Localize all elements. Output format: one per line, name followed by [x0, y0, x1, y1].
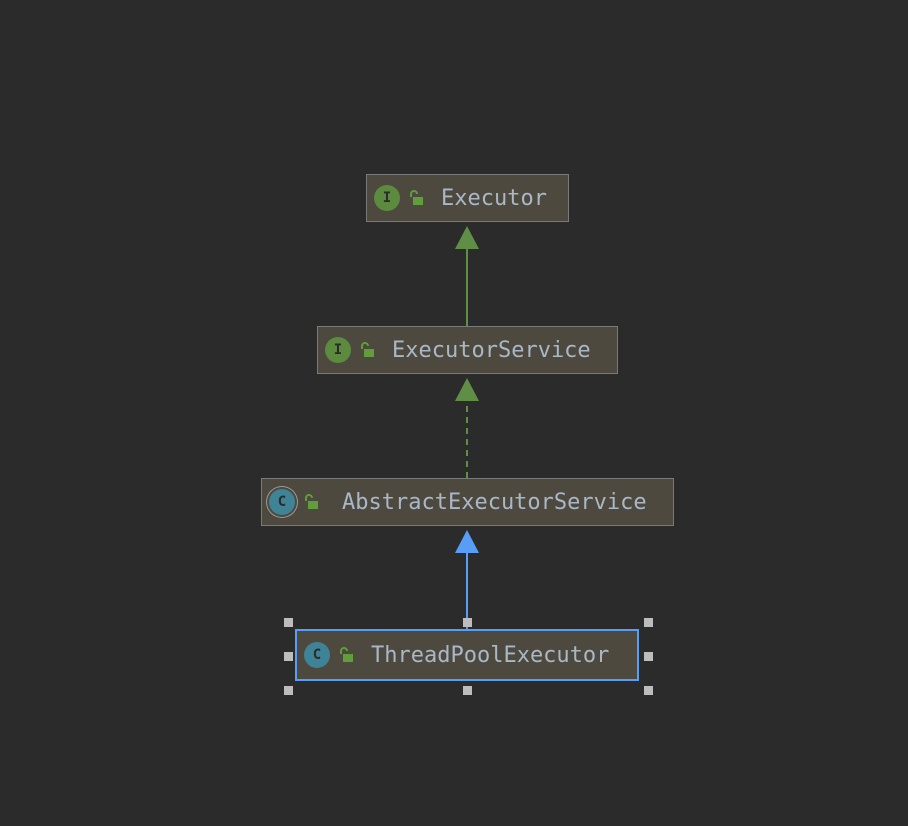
public-lock-icon: [305, 494, 318, 509]
node-abstractexecutorservice[interactable]: C AbstractExecutorService: [261, 478, 674, 526]
resize-handle-e[interactable]: [644, 652, 653, 661]
node-executor[interactable]: I Executor: [366, 174, 569, 222]
node-label: Executor: [441, 185, 547, 211]
resize-handle-w[interactable]: [284, 652, 293, 661]
resize-handle-se[interactable]: [644, 686, 653, 695]
abstract-class-icon: C: [269, 489, 295, 515]
public-lock-icon: [361, 342, 374, 357]
interface-icon: I: [374, 185, 400, 211]
edge-threadpool-to-abstract: [455, 530, 479, 630]
public-lock-icon: [340, 647, 353, 662]
resize-handle-n[interactable]: [463, 618, 472, 627]
node-label: ExecutorService: [392, 337, 591, 363]
node-label: ThreadPoolExecutor: [371, 642, 610, 668]
resize-handle-s[interactable]: [463, 686, 472, 695]
interface-icon: I: [325, 337, 351, 363]
resize-handle-sw[interactable]: [284, 686, 293, 695]
edge-abstract-to-executorservice: [455, 378, 479, 478]
arrowhead-icon: [455, 378, 479, 401]
node-executorservice[interactable]: I ExecutorService: [317, 326, 618, 374]
node-threadpoolexecutor[interactable]: C ThreadPoolExecutor: [295, 629, 639, 681]
class-icon: C: [304, 642, 330, 668]
resize-handle-nw[interactable]: [284, 618, 293, 627]
arrowhead-icon: [455, 530, 479, 553]
resize-handle-ne[interactable]: [644, 618, 653, 627]
arrowhead-icon: [455, 226, 479, 249]
public-lock-icon: [410, 190, 423, 205]
node-label: AbstractExecutorService: [342, 489, 647, 515]
edge-executorservice-to-executor: [455, 226, 479, 326]
